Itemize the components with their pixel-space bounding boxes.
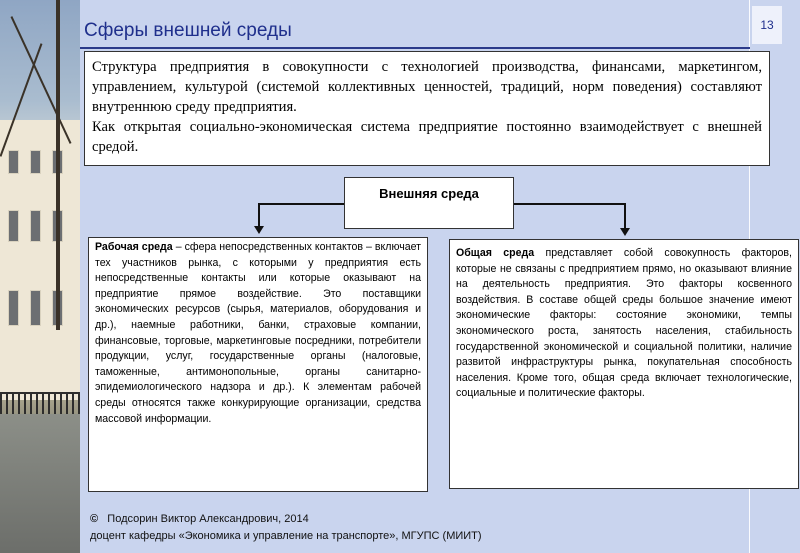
footer-author: Подсорин Виктор Александрович, 2014 <box>107 513 309 525</box>
intro-paragraph-2: Как открытая социально-экономическая сис… <box>92 119 762 155</box>
window <box>8 290 19 326</box>
intro-paragraph-1: Структура предприятия в совокупности с т… <box>92 59 762 115</box>
arrow-down-icon <box>620 228 630 236</box>
building-photo <box>0 0 80 553</box>
title-underline <box>80 47 750 49</box>
connector-right-vertical <box>624 203 626 229</box>
window <box>8 210 19 242</box>
tree-trunk <box>56 0 60 330</box>
general-environment-text: представляет собой совокупность факторов… <box>456 247 792 400</box>
connector-left-horizontal <box>258 203 344 205</box>
general-environment-box: Общая среда представляет собой совокупно… <box>449 239 799 489</box>
window <box>30 290 41 326</box>
work-environment-box: Рабочая среда – сфера непосредственных к… <box>88 237 428 492</box>
outer-environment-box: Внешняя среда <box>344 177 514 229</box>
copyright-icon: © <box>90 513 99 525</box>
page-number: 13 <box>752 6 782 44</box>
intro-box: Структура предприятия в совокупности с т… <box>84 51 770 166</box>
slide-title: Сферы внешней среды <box>84 20 292 41</box>
window <box>30 210 41 242</box>
fence <box>0 392 80 416</box>
ground <box>0 414 80 553</box>
window <box>30 150 41 174</box>
footer: © Подсорин Виктор Александрович, 2014 до… <box>90 511 482 545</box>
footer-position: доцент кафедры «Экономика и управление н… <box>90 530 482 542</box>
general-environment-term: Общая среда <box>456 247 535 259</box>
outer-environment-label: Внешняя среда <box>379 186 479 201</box>
connector-left-vertical <box>258 203 260 227</box>
arrow-down-icon <box>254 226 264 234</box>
work-environment-term: Рабочая среда <box>95 241 173 253</box>
window <box>8 150 19 174</box>
connector-right-horizontal <box>514 203 626 205</box>
work-environment-text: – сфера непосредственных контактов – вкл… <box>95 241 422 425</box>
